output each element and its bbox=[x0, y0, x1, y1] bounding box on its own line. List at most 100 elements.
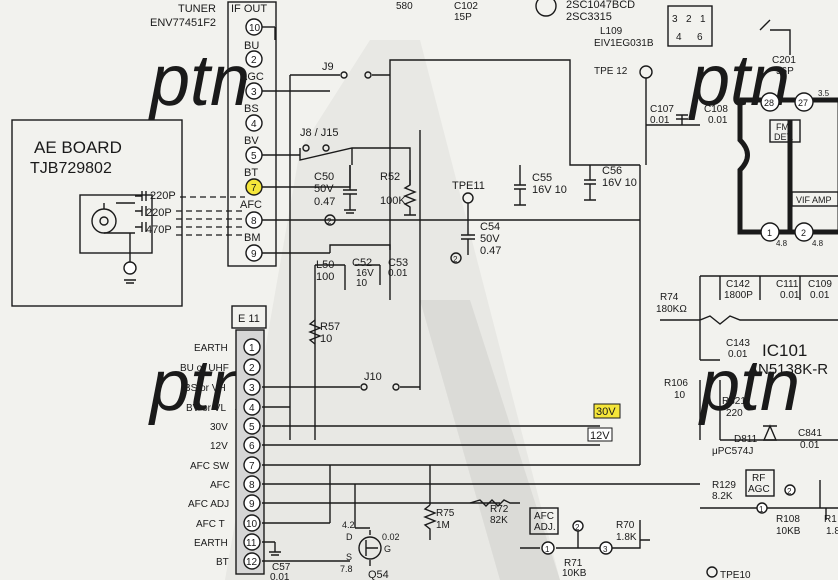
component-label: EIV1EG031B bbox=[594, 38, 654, 49]
transistor-label: 0.02 bbox=[382, 532, 400, 542]
node-num: 3 bbox=[603, 545, 608, 554]
component-label: 10KB bbox=[776, 526, 801, 537]
node-num: 2 bbox=[327, 217, 332, 226]
connector-e11: E 11 1 EARTH 2 BU or UHF 3 BS or VH 4 BV… bbox=[180, 305, 267, 575]
block-label: DET. bbox=[774, 132, 794, 142]
connector-pin-num: 9 bbox=[249, 499, 255, 510]
transistor-label: G bbox=[384, 544, 391, 554]
component-label: C57 bbox=[272, 562, 291, 573]
node-num: 1 bbox=[545, 545, 550, 554]
ic-part: AN5138K-R bbox=[748, 361, 828, 378]
ae-cap-label: 220P bbox=[150, 190, 176, 202]
component-label: 0.01 bbox=[800, 440, 820, 451]
component-label: R75 bbox=[436, 508, 455, 519]
tuner-label: TUNER bbox=[178, 3, 216, 15]
tuner-pin-num: 8 bbox=[251, 216, 257, 227]
connector-pin-num: 1 bbox=[249, 343, 255, 354]
component-label: C201 bbox=[772, 55, 796, 66]
connector-pin-num: 7 bbox=[249, 461, 255, 472]
testpoint-label: TPE10 bbox=[720, 570, 751, 580]
jumper-j10: J10 bbox=[364, 371, 382, 383]
tuner-pin-label: AGC bbox=[240, 71, 264, 83]
component-label: 0.47 bbox=[314, 196, 335, 208]
connector-pin-num: 3 bbox=[249, 383, 255, 394]
component-label: 0.01 bbox=[810, 290, 830, 301]
ic-pin-num: 28 bbox=[764, 98, 774, 108]
component-label: 16V bbox=[356, 268, 374, 279]
connector-pin-label: AFC bbox=[210, 480, 230, 491]
connector-label: E 11 bbox=[238, 313, 260, 325]
ae-cap-label: 220P bbox=[146, 207, 172, 219]
component-label: 580 bbox=[396, 1, 413, 12]
component-label: 10 bbox=[356, 278, 368, 289]
ae-board-title: AE BOARD bbox=[34, 138, 122, 157]
connector-pin-label: BU or UHF bbox=[180, 363, 229, 374]
component-label: 16V 10 bbox=[602, 177, 637, 189]
component-label: 0.01 bbox=[650, 115, 670, 126]
watermark-text: ptn bbox=[148, 41, 250, 121]
tuner-model: ENV77451F2 bbox=[150, 17, 216, 29]
connector-pin-num: 5 bbox=[249, 422, 255, 433]
connector-pin-label: EARTH bbox=[194, 538, 228, 549]
ae-cap-label: 470P bbox=[146, 224, 172, 236]
component-label: C109 bbox=[808, 279, 832, 290]
connector-pin-num: 11 bbox=[246, 538, 257, 549]
component-label: R71 bbox=[564, 558, 583, 569]
watermark-text: ptn bbox=[148, 346, 250, 426]
transistor-name: Q54 bbox=[368, 569, 389, 580]
connector-pin-label: AFC SW bbox=[190, 461, 229, 472]
jumper-j9: J9 bbox=[322, 61, 334, 73]
ic-pin-num: 2 bbox=[801, 228, 806, 238]
component-label: 16V 10 bbox=[532, 184, 567, 196]
voltage-tag: 12V bbox=[590, 430, 610, 442]
tuner-pin-num: 7 bbox=[251, 183, 257, 194]
tuner-pin-label: BT bbox=[244, 167, 258, 179]
tuner-if-out: IF OUT bbox=[231, 3, 267, 15]
tuner-pin-num: 4 bbox=[251, 119, 257, 130]
component-label: R52 bbox=[380, 171, 400, 183]
component-label: 180KΩ bbox=[656, 304, 687, 315]
pin-num: 4 bbox=[676, 32, 682, 43]
transistor-label: D bbox=[346, 532, 353, 542]
jumper-j8: J8 / J15 bbox=[300, 127, 339, 139]
component-label: 10 bbox=[674, 390, 686, 401]
tuner-pin-label: AFC bbox=[240, 199, 262, 211]
wiring: J9 J8 / J15 C50 50V 0.47 2 R52 100K L50 … bbox=[262, 26, 700, 562]
component-label: C52 bbox=[352, 257, 372, 269]
tuner-pin-label: BS bbox=[244, 103, 259, 115]
component-label: R72 bbox=[490, 504, 509, 515]
connector-pin-num: 8 bbox=[249, 480, 255, 491]
component-label: μPC574J bbox=[712, 446, 753, 457]
component-label: C111 bbox=[776, 279, 799, 290]
component-label: 50V bbox=[480, 233, 500, 245]
block-label: ADJ. bbox=[534, 522, 556, 533]
component-label: 0.01 bbox=[270, 572, 290, 580]
component-label: 1800P bbox=[724, 290, 753, 301]
component-label: C143 bbox=[726, 338, 750, 349]
component-label: R129 bbox=[712, 480, 736, 491]
connector-pin-num: 6 bbox=[249, 441, 255, 452]
tuner-pin-num: 10 bbox=[249, 23, 261, 34]
connector-pin-num: 4 bbox=[249, 403, 255, 414]
transistor-label: 7.8 bbox=[340, 564, 353, 574]
connector-pin-label: AFC T bbox=[196, 519, 225, 530]
block-label: VIF AMP bbox=[796, 195, 832, 205]
connector-pin-label: BT bbox=[216, 557, 229, 568]
transistor-label: S bbox=[346, 552, 352, 562]
tuner-pin-num: 3 bbox=[251, 87, 257, 98]
component-label: C56 bbox=[602, 165, 622, 177]
node-num: 2 bbox=[453, 255, 458, 264]
component-label: 220 bbox=[726, 408, 743, 419]
component-label: 0.01 bbox=[728, 349, 748, 360]
tuner-pin-label: BM bbox=[244, 232, 261, 244]
pin-num: 3 bbox=[672, 14, 678, 25]
connector-pin-num: 10 bbox=[246, 519, 258, 530]
pin-num: 6 bbox=[697, 32, 703, 43]
component-label: C142 bbox=[726, 279, 750, 290]
block-label: AFC bbox=[534, 511, 554, 522]
testpoint-label: TPE 12 bbox=[594, 66, 628, 77]
ic-block: 28 27 3.5 FM DET. VIF AMP 1 2 4.8 4.8 bbox=[737, 89, 838, 248]
voltage-tag: 30V bbox=[596, 406, 616, 418]
testpoint-label: TPE11 bbox=[452, 180, 485, 192]
